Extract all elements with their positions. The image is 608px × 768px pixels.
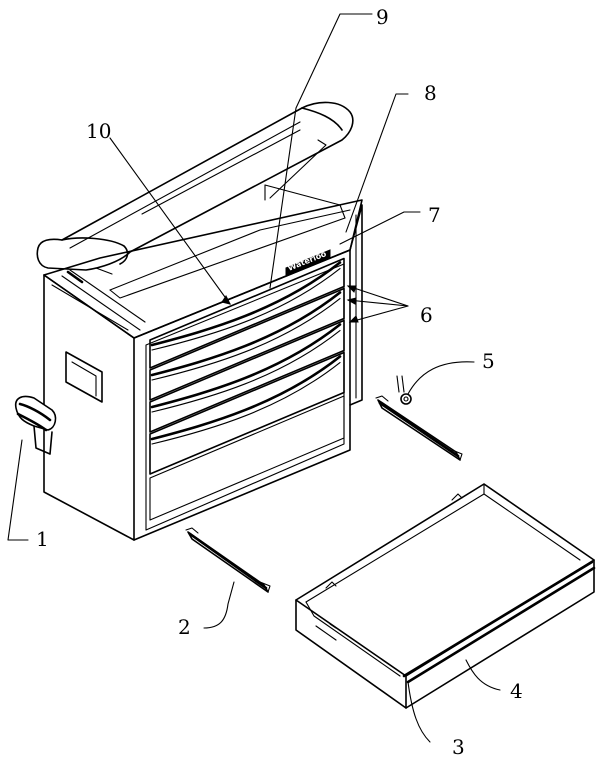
drawer-slide-right (375, 395, 463, 461)
drawer-front (149, 287, 345, 401)
drawer-pull-edge (151, 297, 341, 381)
chest-lid (36, 101, 354, 284)
callout-8: 8 (424, 81, 437, 105)
leader-6c (349, 305, 409, 323)
drawer-front (149, 319, 345, 433)
callout-9: 9 (376, 5, 389, 29)
chest-left-side (43, 274, 135, 541)
callout-7: 7 (428, 203, 441, 227)
drawer-pull (150, 291, 342, 377)
callout-labels: 1 2 3 4 5 6 7 8 9 10 (36, 5, 523, 759)
leader-9 (269, 13, 373, 289)
drawer-pull (150, 355, 342, 441)
drawer-front (149, 351, 345, 475)
callout-3: 3 (452, 735, 465, 759)
drawer-slide-left (185, 527, 271, 593)
callout-1: 1 (36, 527, 49, 551)
leader-4 (465, 659, 501, 691)
side-handle-part (7, 395, 57, 541)
tool-chest (43, 184, 363, 541)
leader-2 (203, 581, 235, 629)
callout-4: 4 (510, 679, 523, 703)
callout-6: 6 (420, 303, 433, 327)
callout-2: 2 (178, 615, 191, 639)
leader-lines (21, 13, 501, 743)
leader-8 (345, 93, 409, 233)
chest-top-rim (43, 199, 363, 339)
fastener-screw (396, 375, 412, 405)
drawer-pull (150, 323, 342, 409)
leader-5 (407, 361, 475, 395)
drawer-pull-edge (151, 267, 341, 351)
drawer-pull-edge (151, 329, 341, 413)
side-handle-cutout (65, 351, 103, 403)
bottom-bay (149, 395, 345, 521)
leader-6b (347, 299, 409, 307)
drawer-stack (149, 257, 345, 521)
leader-6a (347, 285, 409, 307)
drawer-pull-edge (151, 361, 341, 445)
drawer-pull (150, 261, 342, 347)
tray-handle (402, 560, 594, 678)
leader-7 (339, 211, 421, 245)
leader-10 (109, 137, 231, 305)
drawer-front (149, 257, 345, 369)
callout-10: 10 (86, 119, 111, 143)
leader-3 (407, 681, 431, 743)
callout-5: 5 (482, 349, 495, 373)
drawer-tray (295, 483, 596, 709)
